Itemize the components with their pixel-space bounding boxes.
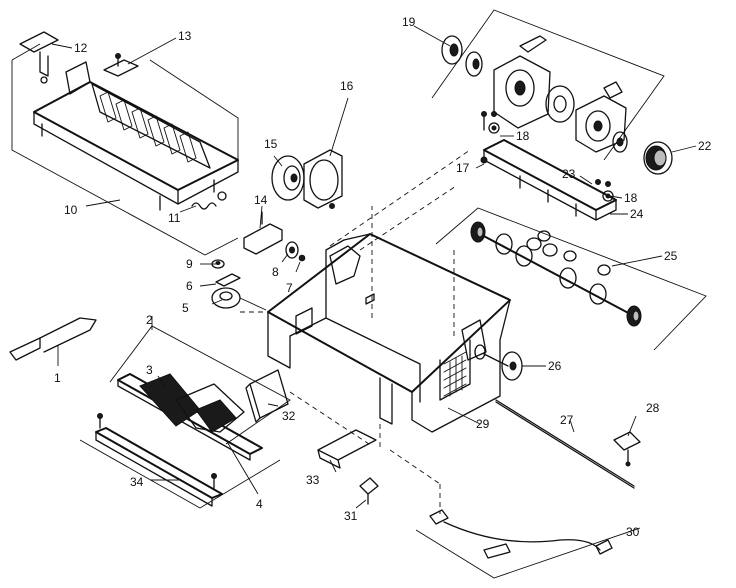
label-part-31: 31 [344,509,358,523]
group-bracket-2 [79,325,291,509]
part-13-bracket [103,53,139,77]
part-11-spring [191,191,227,210]
part-15-gear [271,155,305,201]
leader-lines [51,25,697,509]
part-6-clip [215,273,241,287]
label-part-16: 16 [340,79,354,93]
label-part-22: 22 [698,139,712,153]
label-part-4: 4 [256,497,263,511]
label-part-3: 3 [146,363,153,377]
label-part-24: 24 [630,207,644,221]
part-26-wheel [474,344,523,381]
label-part-33: 33 [306,473,320,487]
label-part-23: 23 [562,167,576,181]
group-bracket-25 [435,207,707,351]
label-part-30: 30 [626,525,640,539]
label-part-1: 1 [54,371,61,385]
part-31-clip [359,477,379,505]
label-part-19: 19 [402,15,416,29]
label-part-12: 12 [74,41,88,55]
label-part-13: 13 [178,29,192,43]
part-10-paper-guide [33,61,239,211]
part-33-plate [317,429,377,469]
part-5-pulley [211,287,267,311]
assembly-lines [240,149,471,450]
part-30-cable [389,449,641,579]
label-part-7: 7 [286,281,293,295]
screw-parts [480,111,614,202]
part-32-plate [245,369,289,423]
part-19-gear [441,35,483,77]
group-bracket-top-right [431,9,665,161]
part-28-bracket [613,431,641,467]
label-part-14: 14 [254,193,268,207]
label-part-25: 25 [664,249,678,263]
group-bracket-10 [11,43,239,256]
part-1-lever [9,317,97,361]
label-part-15: 15 [264,137,278,151]
part-12-clip [19,31,59,84]
label-part-17: 17 [456,161,470,175]
label-part-5: 5 [182,301,189,315]
label-part-2: 2 [146,313,153,327]
part-3-carriage [117,373,263,461]
part-16-motor [303,149,343,209]
label-part-29: 29 [476,417,490,431]
part-27-rod [495,399,635,489]
label-part-10: 10 [64,203,78,217]
gear-train [493,35,628,153]
part-22-knob [643,141,673,175]
part-25-roller-shaft [470,221,642,327]
label-part-9: 9 [186,257,193,271]
label-part-26: 26 [548,359,562,373]
label-part-6: 6 [186,279,193,293]
part-24-rail [483,139,617,221]
part-7-washer [298,254,306,262]
part-14-bracket [243,211,283,255]
label-part-18-lower: 18 [624,191,638,205]
label-part-32: 32 [282,409,296,423]
label-part-18-upper: 18 [516,129,530,143]
callout-labels: 12 13 15 16 14 11 10 9 6 8 7 5 1 2 3 4 3… [54,15,712,539]
chassis-frame [267,233,511,433]
part-34-rail [95,413,223,507]
part-8-gear [285,241,299,259]
label-part-27: 27 [560,413,574,427]
label-part-34: 34 [130,475,144,489]
label-part-28: 28 [646,401,660,415]
label-part-8: 8 [272,265,279,279]
label-part-11: 11 [168,211,181,225]
